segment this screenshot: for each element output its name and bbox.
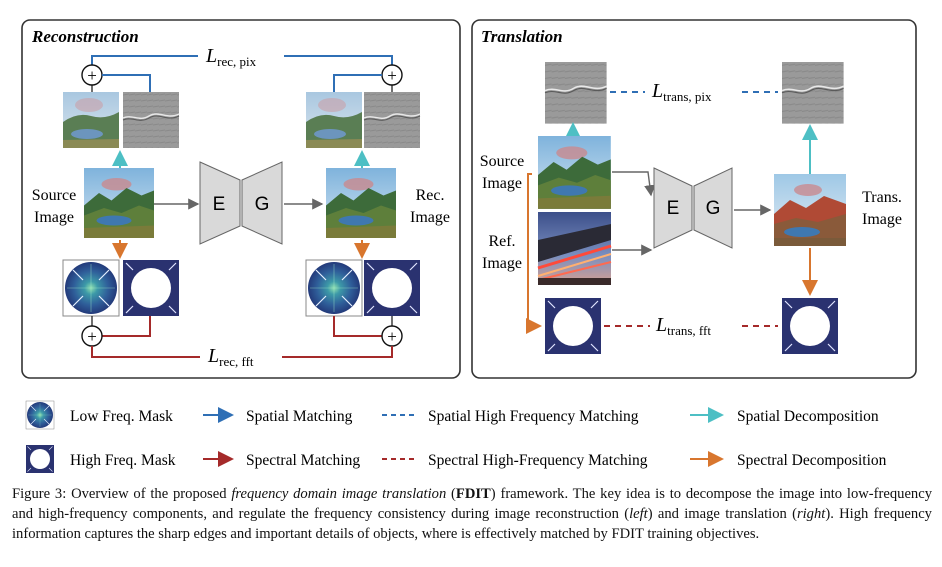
rec-loss-pix-bg: [198, 42, 284, 68]
legend-low-mask-label: Low Freq. Mask: [70, 408, 173, 425]
rec-right-plus-top-symbol: +: [387, 66, 397, 85]
caption-part-9: ). High frequency information captures t…: [12, 506, 932, 542]
rec-output-low-freq-image: [306, 92, 362, 148]
trans-generator-label: G: [706, 198, 721, 219]
trans-source-to-encoder-arrow: [612, 171, 656, 197]
legend-spatial-matching-label: Spatial Matching: [246, 408, 353, 425]
caption-part-5: ) framework. The key idea is to decompos…: [12, 486, 933, 522]
rec-source-label-1: Source: [32, 187, 76, 204]
rec-left-low-freq-mask: [62, 259, 120, 317]
caption-part-2: frequency domain image translation: [231, 486, 447, 502]
trans-source-high-freq-mask: [544, 297, 602, 355]
trans-ref-image: [537, 212, 612, 285]
trans-ref-label-2: Image: [482, 255, 522, 272]
rec-output-image: [326, 168, 396, 238]
caption-part-6: left: [629, 506, 648, 522]
rec-left-high-freq-mask: [122, 259, 180, 317]
rec-right-plus-bottom-symbol: +: [387, 327, 397, 346]
trans-output-high-freq-image: [781, 61, 845, 125]
caption-part-4: FDIT: [455, 486, 491, 502]
rec-loss-fft: Lrec, fft: [207, 345, 254, 369]
caption-part-3: (: [446, 486, 456, 502]
translation-title: Translation: [481, 27, 563, 46]
trans-loss-fft: Ltrans, fft: [655, 314, 711, 338]
trans-encoder: [653, 167, 693, 249]
rec-left-mask-to-plus: [102, 316, 151, 337]
trans-source-label-2: Image: [482, 175, 522, 192]
translation-panel: Translation Ltrans, pix Source Image Ref…: [471, 19, 917, 379]
rec-right-high-freq-mask: [363, 259, 421, 317]
legend-spectral-matching-label: Spectral Matching: [246, 452, 360, 469]
rec-source-image: [84, 168, 154, 238]
rec-source-high-freq-image: [122, 91, 180, 149]
trans-ref-label-1: Ref.: [488, 233, 515, 250]
figure-caption: Figure 3: Overview of the proposed frequ…: [12, 484, 932, 544]
trans-source-high-freq-image: [544, 61, 608, 125]
rec-right-mask-to-plus: [333, 316, 382, 337]
rec-output-label-1: Rec.: [416, 187, 445, 204]
trans-output-label-1: Trans.: [862, 189, 902, 206]
trans-output-image: [774, 174, 846, 246]
rec-encoder-label: E: [213, 194, 226, 215]
rec-output-high-freq-image: [363, 91, 421, 149]
trans-source-label-1: Source: [480, 153, 524, 170]
rec-loss-pix: Lrec, pix: [205, 45, 257, 69]
rec-generator-label: G: [255, 194, 270, 215]
rec-generator: [241, 161, 283, 245]
legend-high-mask-label: High Freq. Mask: [70, 452, 176, 469]
trans-loss-pix: Ltrans, pix: [651, 80, 712, 104]
rec-encoder: [199, 161, 241, 245]
legend-spectral-decomposition-label: Spectral Decomposition: [737, 452, 887, 469]
rec-output-label-2: Image: [410, 209, 450, 226]
rec-source-label-2: Image: [34, 209, 74, 226]
legend-low-mask-swatch: [25, 400, 55, 430]
trans-generator: [693, 167, 733, 249]
trans-source-spectral-decomposition-arrow: [526, 173, 542, 334]
caption-part-1: Figure 3: Overview of the proposed: [12, 486, 232, 502]
trans-encoder-label: E: [667, 198, 680, 219]
caption-part-7: ) and image translation (: [647, 506, 797, 522]
legend-spectral-hf-label: Spectral High-Frequency Matching: [428, 452, 648, 469]
legend-spatial-decomposition-label: Spatial Decomposition: [737, 408, 879, 425]
trans-output-label-2: Image: [862, 211, 902, 228]
trans-source-image: [538, 136, 611, 209]
reconstruction-panel: Reconstruction Lrec, pix + + Source Imag…: [21, 19, 461, 379]
rec-left-plus-top-symbol: +: [87, 66, 97, 85]
caption-part-8: right: [796, 506, 826, 522]
reconstruction-title: Reconstruction: [31, 27, 139, 46]
rec-right-low-freq-mask: [305, 259, 363, 317]
rec-left-plus-bottom-symbol: +: [87, 327, 97, 346]
legend-high-mask-swatch: [25, 444, 55, 474]
rec-source-low-freq-image: [63, 92, 119, 148]
rec-right-plus-top-to-lf: [333, 74, 382, 92]
rec-left-plus-top-to-hf: [102, 74, 151, 92]
legend-spatial-hf-label: Spatial High Frequency Matching: [428, 408, 639, 425]
rec-loss-fft-bg: [200, 344, 282, 368]
trans-output-high-freq-mask: [781, 297, 839, 355]
legend: Low Freq. Mask High Freq. Mask Spatial M…: [25, 400, 887, 474]
